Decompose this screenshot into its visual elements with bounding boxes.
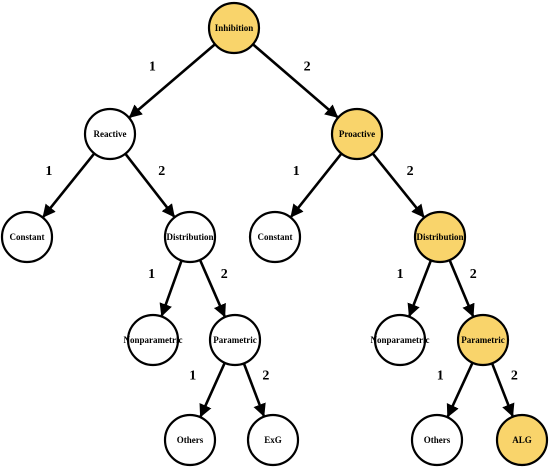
node-inhibition: Inhibition xyxy=(207,1,261,55)
edge-label-proactive-to-constant-right: 1 xyxy=(293,164,300,179)
node-label-alg: ALG xyxy=(512,435,532,445)
node-label-exg: ExG xyxy=(264,435,282,445)
node-label-nonparametric-left: Nonparametric xyxy=(124,335,183,345)
edges-layer xyxy=(42,43,515,418)
node-circle-parametric-right xyxy=(456,313,510,367)
node-exg: ExG xyxy=(246,413,300,467)
node-label-reactive: Reactive xyxy=(94,129,127,139)
edge-inhibition-to-reactive xyxy=(128,43,216,119)
edge-distribution-right-to-nonparametric-right xyxy=(407,259,433,317)
node-label-parametric-right: Parametric xyxy=(461,335,504,345)
edge-distribution-right-to-parametric-right xyxy=(448,259,475,318)
node-label-proactive: Proactive xyxy=(339,129,375,139)
node-circle-nonparametric-right xyxy=(373,313,427,367)
node-circle-constant-right xyxy=(248,210,302,264)
node-others-right: Others xyxy=(410,413,464,467)
node-distribution-left: Distribution xyxy=(163,210,217,264)
node-circle-nonparametric-left xyxy=(126,313,180,367)
node-label-others-right: Others xyxy=(424,435,451,445)
node-alg: ALG xyxy=(495,413,549,467)
edge-label-parametric-right-to-alg: 2 xyxy=(511,369,518,384)
edge-label-inhibition-to-proactive: 2 xyxy=(304,60,311,75)
node-constant-left: Constant xyxy=(0,210,54,264)
edge-label-distribution-right-to-parametric-right: 2 xyxy=(470,267,477,282)
edge-label-reactive-to-distribution-left: 2 xyxy=(158,164,165,179)
node-others-left: Others xyxy=(163,413,217,467)
node-circle-inhibition xyxy=(207,1,261,55)
edge-reactive-to-constant-left xyxy=(42,152,96,218)
node-parametric-right: Parametric xyxy=(456,313,510,367)
node-label-constant-right: Constant xyxy=(257,232,292,242)
node-label-constant-left: Constant xyxy=(9,232,44,242)
edge-label-parametric-right-to-others-right: 1 xyxy=(437,369,444,384)
edge-reactive-to-distribution-left xyxy=(124,152,176,218)
edge-proactive-to-distribution-right xyxy=(371,152,425,218)
edge-label-parametric-left-to-exg: 2 xyxy=(262,369,269,384)
node-reactive: Reactive xyxy=(83,107,137,161)
node-constant-right: Constant xyxy=(248,210,302,264)
edge-distribution-left-to-nonparametric-left xyxy=(159,260,183,317)
edge-parametric-right-to-alg xyxy=(490,362,515,417)
node-circle-alg xyxy=(495,413,549,467)
node-circle-constant-left xyxy=(0,210,54,264)
node-label-inhibition: Inhibition xyxy=(215,23,254,33)
edge-inhibition-to-proactive xyxy=(252,43,339,119)
node-label-distribution-left: Distribution xyxy=(166,232,213,242)
node-label-distribution-right: Distribution xyxy=(416,232,463,242)
edge-proactive-to-constant-right xyxy=(290,152,343,218)
edge-parametric-right-to-others-right xyxy=(446,362,474,418)
node-parametric-left: Parametric xyxy=(208,313,262,367)
node-circle-exg xyxy=(246,413,300,467)
edge-label-distribution-left-to-parametric-left: 2 xyxy=(221,267,228,282)
node-distribution-right: Distribution xyxy=(413,210,467,264)
edge-label-parametric-left-to-others-left: 1 xyxy=(189,369,196,384)
edge-label-distribution-left-to-nonparametric-left: 1 xyxy=(148,267,155,282)
edge-parametric-left-to-others-left xyxy=(199,362,226,418)
edge-labels-layer: 1 2 1 2 1 2 1 2 1 2 1 2 1 2 xyxy=(45,60,518,384)
edge-label-proactive-to-distribution-right: 2 xyxy=(407,164,414,179)
edge-label-reactive-to-constant-left: 1 xyxy=(45,164,52,179)
node-label-parametric-left: Parametric xyxy=(213,335,256,345)
node-circle-others-left xyxy=(163,413,217,467)
node-circle-reactive xyxy=(83,107,137,161)
node-proactive: Proactive xyxy=(330,107,384,161)
node-nonparametric-left: Nonparametric xyxy=(124,313,183,367)
node-circle-distribution-left xyxy=(163,210,217,264)
node-label-others-left: Others xyxy=(177,435,204,445)
node-circle-proactive xyxy=(330,107,384,161)
edge-distribution-left-to-parametric-left xyxy=(198,259,226,318)
node-circle-parametric-left xyxy=(208,313,262,367)
edge-label-inhibition-to-reactive: 1 xyxy=(149,60,156,75)
node-nonparametric-right: Nonparametric xyxy=(371,313,430,367)
edge-label-distribution-right-to-nonparametric-right: 1 xyxy=(397,267,404,282)
node-label-nonparametric-right: Nonparametric xyxy=(371,335,430,345)
node-circle-distribution-right xyxy=(413,210,467,264)
edge-parametric-left-to-exg xyxy=(242,362,266,417)
node-circle-others-right xyxy=(410,413,464,467)
